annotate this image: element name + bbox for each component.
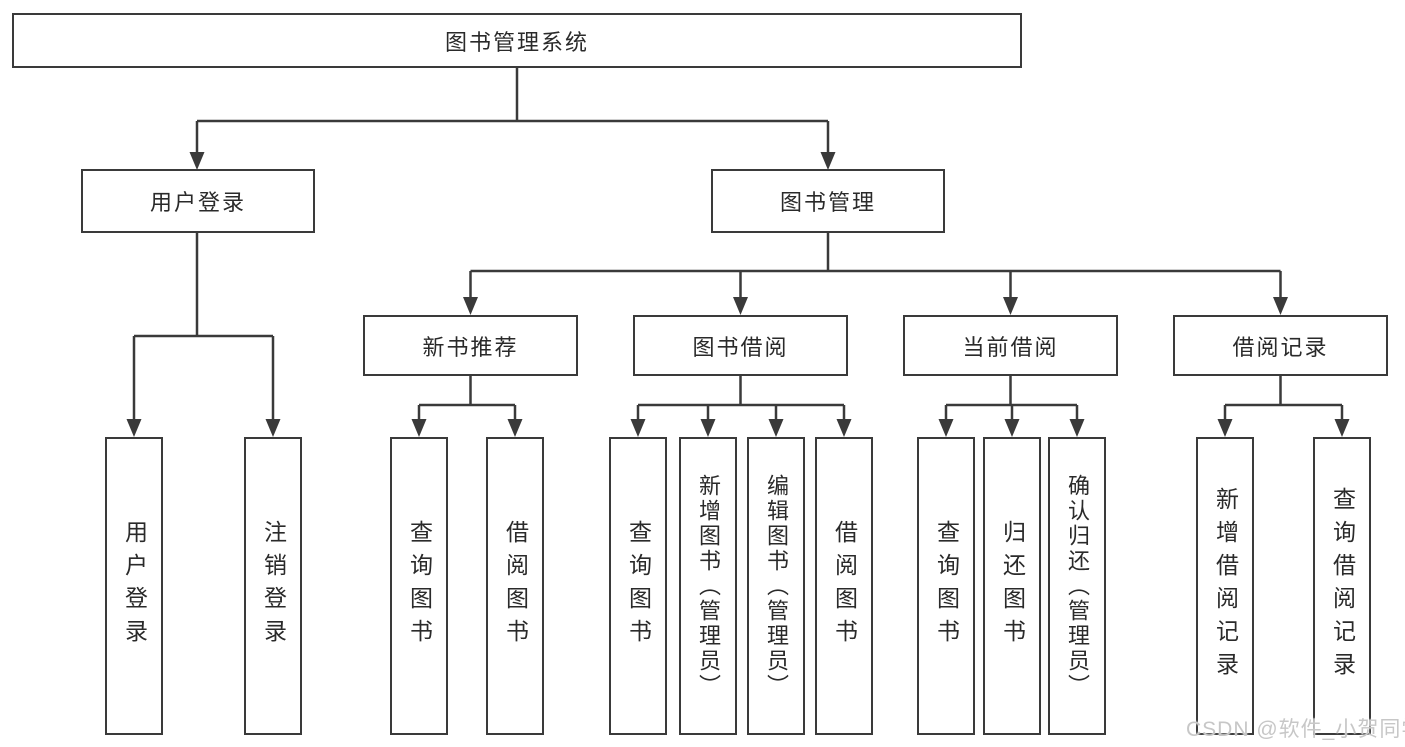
arrow-down-icon <box>265 419 281 437</box>
leaf-current-confirm-return-admin: 确认归还（管理员） <box>1048 437 1106 735</box>
arrow-down-icon <box>189 152 205 170</box>
leaf-current-confirm-return-admin-label: 确认归还（管理员） <box>1065 473 1090 699</box>
arrow-down-icon <box>463 297 478 315</box>
arrow-down-icon <box>820 152 836 170</box>
leaf-user-login: 用户登录 <box>105 437 163 735</box>
arrow-down-icon <box>411 419 427 437</box>
leaf-borrow-borrow-books-label: 借阅图书 <box>831 520 858 652</box>
leaf-borrow-borrow-books: 借阅图书 <box>815 437 873 735</box>
leaf-records-add-record: 新增借阅记录 <box>1196 437 1254 735</box>
leaf-recommend-query-books: 查询图书 <box>390 437 448 735</box>
node-root-label: 图书管理系统 <box>444 29 589 55</box>
arrow-down-icon <box>938 419 954 437</box>
leaf-current-return-books-label: 归还图书 <box>999 520 1026 652</box>
node-root: 图书管理系统 <box>12 13 1022 68</box>
node-new-book-recommend: 新书推荐 <box>363 315 578 376</box>
node-book-mgmt-label: 图书管理 <box>779 190 876 215</box>
arrow-down-icon <box>1003 297 1018 315</box>
node-current-borrow-label: 当前借阅 <box>962 334 1059 360</box>
arrow-down-icon <box>768 419 784 437</box>
arrow-down-icon <box>733 297 748 315</box>
arrow-down-icon <box>507 419 523 437</box>
arrow-down-icon <box>1217 419 1233 437</box>
leaf-current-return-books: 归还图书 <box>983 437 1041 735</box>
leaf-borrow-add-books-admin: 新增图书（管理员） <box>679 437 737 735</box>
node-user-login: 用户登录 <box>81 169 315 233</box>
leaf-borrow-edit-books-admin: 编辑图书（管理员） <box>747 437 805 735</box>
leaf-borrow-edit-books-admin-label: 编辑图书（管理员） <box>764 473 789 699</box>
node-current-borrow: 当前借阅 <box>903 315 1118 376</box>
arrow-down-icon <box>630 419 646 437</box>
leaf-borrow-query-books-label: 查询图书 <box>625 520 652 652</box>
node-book-borrow: 图书借阅 <box>633 315 848 376</box>
leaf-records-query-record-label: 查询借阅记录 <box>1329 487 1356 685</box>
connector-arrowheads <box>126 152 1350 437</box>
leaf-logout-label: 注销登录 <box>260 520 287 652</box>
arrow-down-icon <box>700 419 716 437</box>
arrow-down-icon <box>1334 419 1350 437</box>
node-borrow-records: 借阅记录 <box>1173 315 1388 376</box>
leaf-records-add-record-label: 新增借阅记录 <box>1212 487 1239 685</box>
leaf-borrow-add-books-admin-label: 新增图书（管理员） <box>696 473 721 699</box>
leaf-recommend-borrow-books: 借阅图书 <box>486 437 544 735</box>
connector-lines <box>132 68 1344 421</box>
arrow-down-icon <box>1004 419 1020 437</box>
node-user-login-label: 用户登录 <box>149 190 246 215</box>
node-book-mgmt: 图书管理 <box>711 169 945 233</box>
leaf-logout: 注销登录 <box>244 437 302 735</box>
arrow-down-icon <box>1069 419 1085 437</box>
leaf-recommend-query-books-label: 查询图书 <box>406 520 433 652</box>
leaf-current-query-books: 查询图书 <box>917 437 975 735</box>
node-borrow-records-label: 借阅记录 <box>1232 334 1329 360</box>
leaf-borrow-query-books: 查询图书 <box>609 437 667 735</box>
arrow-down-icon <box>126 419 142 437</box>
leaf-records-query-record: 查询借阅记录 <box>1313 437 1371 735</box>
watermark-text: CSDN @软件_小贺同学 <box>1186 718 1405 741</box>
arrow-down-icon <box>836 419 852 437</box>
leaf-current-query-books-label: 查询图书 <box>933 520 960 652</box>
leaf-recommend-borrow-books-label: 借阅图书 <box>502 520 529 652</box>
leaf-user-login-label: 用户登录 <box>121 520 148 652</box>
arrow-down-icon <box>1273 297 1288 315</box>
node-new-book-recommend-label: 新书推荐 <box>422 334 519 360</box>
node-book-borrow-label: 图书借阅 <box>692 334 789 360</box>
